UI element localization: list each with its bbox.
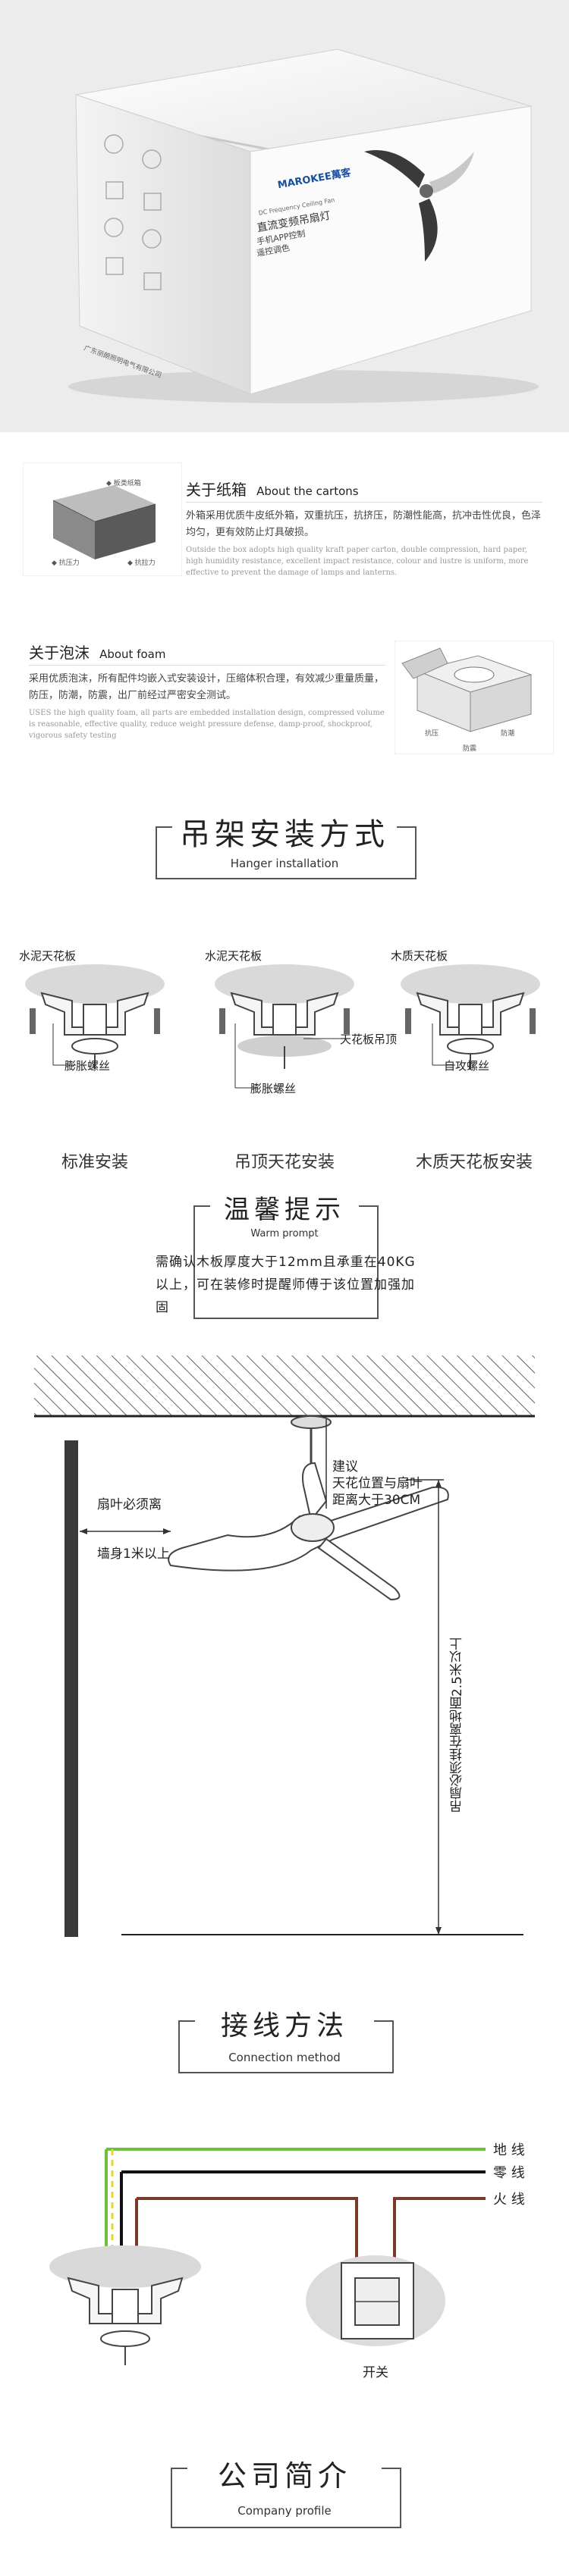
hanger-title-en: Hanger installation [230,857,339,870]
foam-heading-cn: 关于泡沫 [29,644,90,662]
wiring-diagram [49,2148,486,2365]
box-side-icons [104,134,162,290]
wiring-title-block: 接线方法 Connection method [0,2010,569,2096]
wiring-title-cn: 接线方法 [220,2010,348,2042]
ceiling-note-1: 建议 [332,1459,358,1474]
hanger-title-frame [156,826,417,879]
company-frame-tl [171,2468,187,2469]
hanger-frame-bottom [156,878,415,879]
wire-ground-label: 地 线 [493,2142,525,2158]
wall-note-2: 墙身1米以上 [97,1547,170,1562]
foam-label-b: 防震 [463,745,477,753]
carton-label-left: ◆ 抗压力 [52,559,80,567]
hanger-2-caption: 吊顶天花安装 [234,1153,335,1172]
company-title-frame [171,2468,401,2528]
carton-image [23,462,182,576]
hanger-1-caption: 标准安装 [61,1153,128,1172]
company-frame-tr [382,2468,400,2469]
hanger-2-screw-label: 膨胀螺丝 [250,1082,297,1095]
hero-section: MAROKEE萬客 DC Frequency Ceiling Fan 直流变频吊… [0,0,569,432]
hanger-2-ceiling-label: 天花板吊顶 [340,1033,398,1046]
hanger-2-ceiling-leader [303,1038,341,1039]
foam-image [395,641,554,754]
warm-frame-bottom [193,1318,377,1319]
hanger-frame-tl [156,826,172,828]
product-box-illustration [68,49,539,403]
ceiling-fan-icon [168,1415,449,1601]
company-title-cn: 公司简介 [217,2459,351,2493]
wall-note-1: 扇叶必须离 [97,1497,162,1512]
hanger-3-caption: 木质天花板安装 [415,1153,533,1172]
warm-title-en: Warm prompt [250,1228,319,1239]
cartons-divider [186,502,542,503]
foam-heading: 关于泡沫 About foam [29,641,165,663]
company-title-block: 公司简介 Company profile [0,2459,569,2551]
floor-note: 吊扇必须挂在离地面2.5米以上 [450,1637,465,1813]
cartons-body-cn: 外箱采用优质牛皮纸外箱，双重抗压，抗挤压，防潮性能高，抗冲击性优良，色泽均匀，更… [186,510,542,538]
carton-label-right: ◆ 抗拉力 [127,559,156,567]
cartons-heading-cn: 关于纸箱 [186,481,247,499]
warm-section: 温馨提示 Warm prompt 需确认木板厚度大于12mm且承重在40KG以上… [0,1195,569,1334]
hanger-1-screw-label: 膨胀螺丝 [64,1059,111,1073]
foam-divider [29,665,385,666]
hanger-3-diagram [401,964,540,1069]
hanger-3-leader [432,1023,455,1066]
hanger-title-block: 吊架安装方式 Hanger installation [0,817,569,902]
wiring-frame-tr [374,2020,392,2022]
warm-frame-tr [359,1205,377,1207]
foam-heading-en: About foam [99,647,166,661]
hanger-1-diagram [25,964,165,1069]
fan-logo-icon [364,150,474,262]
switch-label: 开关 [363,2365,388,2380]
wiring-title-frame [178,2020,394,2073]
warm-text: 需确认木板厚度大于12mm且承重在40KG以上，可在装修时提醒师傅于该位置加强加… [156,1255,416,1315]
cartons-body-en: Outside the box adopts high quality kraf… [186,546,529,577]
hanger-2-screw-leader [234,1023,258,1089]
hanger-3-screw-label: 自攻螺丝 [444,1059,490,1073]
cartons-heading-en: About the cartons [256,484,359,498]
hanger-1-top-label: 水泥天花板 [19,949,77,963]
hanger-3-top-label: 木质天花板 [391,949,448,963]
warm-title-cn: 温馨提示 [224,1195,345,1225]
foam-body-en: USES the high quality foam, all parts ar… [29,709,385,740]
ceiling-note-2: 天花位置与扇叶 [332,1476,423,1491]
warm-frame-tl [193,1205,210,1207]
wiring-section: 地 线 零 线 火 线 开关 [0,2115,569,2403]
foam-label-c: 防潮 [501,730,515,738]
company-frame-bottom [171,2527,400,2528]
wiring-title-en: Connection method [228,2051,341,2064]
wire-live-label: 火 线 [493,2192,525,2208]
distance-section: 建议 天花位置与扇叶 距离大于30CM 扇叶必须离 墙身1米以上 吊扇必须挂在离… [0,1349,569,1979]
carton-label-top: ◆ 板类纸箱 [106,480,141,487]
foam-body-cn: 采用优质泡沫，所有配件均嵌入式安装设计，压缩体积合理，有效减少重量质量，防压，防… [29,673,385,701]
company-title-en: Company profile [237,2504,332,2518]
cartons-section: ◆ 板类纸箱 ◆ 抗压力 ◆ 抗拉力 关于纸箱 About the carton… [0,455,569,599]
wire-neutral-label: 零 线 [493,2165,525,2181]
hanger-1-leader [52,1023,76,1066]
warm-frame [193,1205,379,1319]
hanger-frame-tr [397,826,415,828]
cartons-heading: 关于纸箱 About the cartons [186,478,359,500]
wiring-frame-bottom [178,2072,392,2073]
hanger-2-top-label: 水泥天花板 [205,949,262,963]
ceiling-note-3: 距离大于30CM [332,1493,421,1508]
distance-diagram [34,1355,535,1937]
hanger-2-diagram [215,964,354,1069]
hanger-diagrams: 水泥天花板 膨胀螺丝 标准安装 水泥天花板 天花板吊顶 膨胀螺丝 吊顶天花安装 … [0,932,569,1183]
wiring-frame-tl [178,2020,195,2022]
hanger-title-cn: 吊架安装方式 [180,817,389,852]
foam-label-a: 抗压 [425,730,439,738]
foam-section: 关于泡沫 About foam 采用优质泡沫，所有配件均嵌入式安装设计，压缩体积… [0,629,569,773]
